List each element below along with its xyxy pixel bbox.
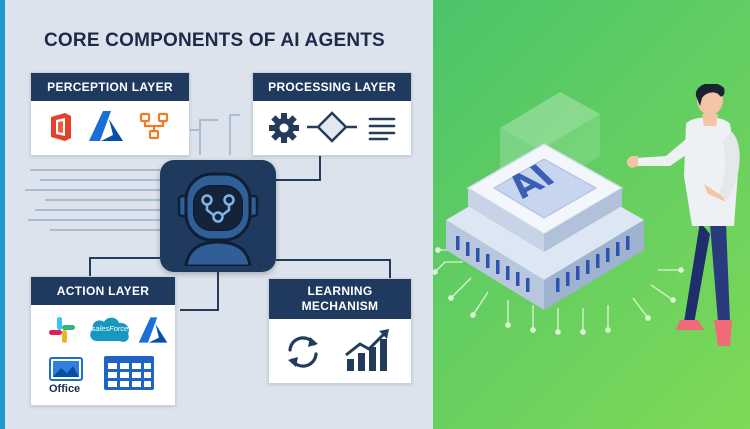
action-layer-card: ACTION LAYER salesForce Office — [30, 276, 176, 406]
salesforce-label: salesForce — [91, 324, 129, 333]
salesforce-icon: salesForce — [87, 313, 133, 347]
gear-icon — [269, 113, 299, 143]
action-layer-header: ACTION LAYER — [31, 277, 175, 305]
learning-label-line1: LEARNING — [307, 284, 373, 298]
growth-chart-icon — [345, 329, 389, 371]
decision-diamond-icon — [307, 111, 357, 143]
office-365-icon — [51, 113, 71, 141]
ai-chip-icon — [446, 92, 644, 310]
robot-icon — [177, 172, 259, 266]
accent-bar — [0, 0, 5, 429]
azure-icon-action — [138, 317, 168, 343]
ai-agent-node — [160, 160, 276, 272]
presenter-person — [626, 84, 740, 346]
office-icon — [49, 357, 83, 381]
table-grid-icon — [104, 356, 154, 390]
circuit-icon — [201, 194, 235, 223]
azure-icon — [89, 111, 123, 141]
learning-mechanism-header: LEARNING MECHANISM — [269, 279, 411, 319]
page-title: CORE COMPONENTS OF AI AGENTS — [44, 30, 385, 51]
circuit-traces — [433, 247, 684, 335]
list-lines-icon — [368, 117, 396, 141]
slack-icon — [49, 317, 75, 343]
processing-layer-header: PROCESSING LAYER — [253, 73, 411, 101]
processing-layer-card: PROCESSING LAYER — [252, 72, 412, 156]
refresh-cycle-icon — [288, 336, 318, 368]
workflow-icon — [139, 112, 169, 140]
perception-layer-header: PERCEPTION LAYER — [31, 73, 189, 101]
perception-layer-card: PERCEPTION LAYER — [30, 72, 190, 156]
learning-label-line2: MECHANISM — [301, 299, 379, 313]
learning-mechanism-card: LEARNING MECHANISM — [268, 278, 412, 384]
office-label: Office — [49, 383, 81, 395]
